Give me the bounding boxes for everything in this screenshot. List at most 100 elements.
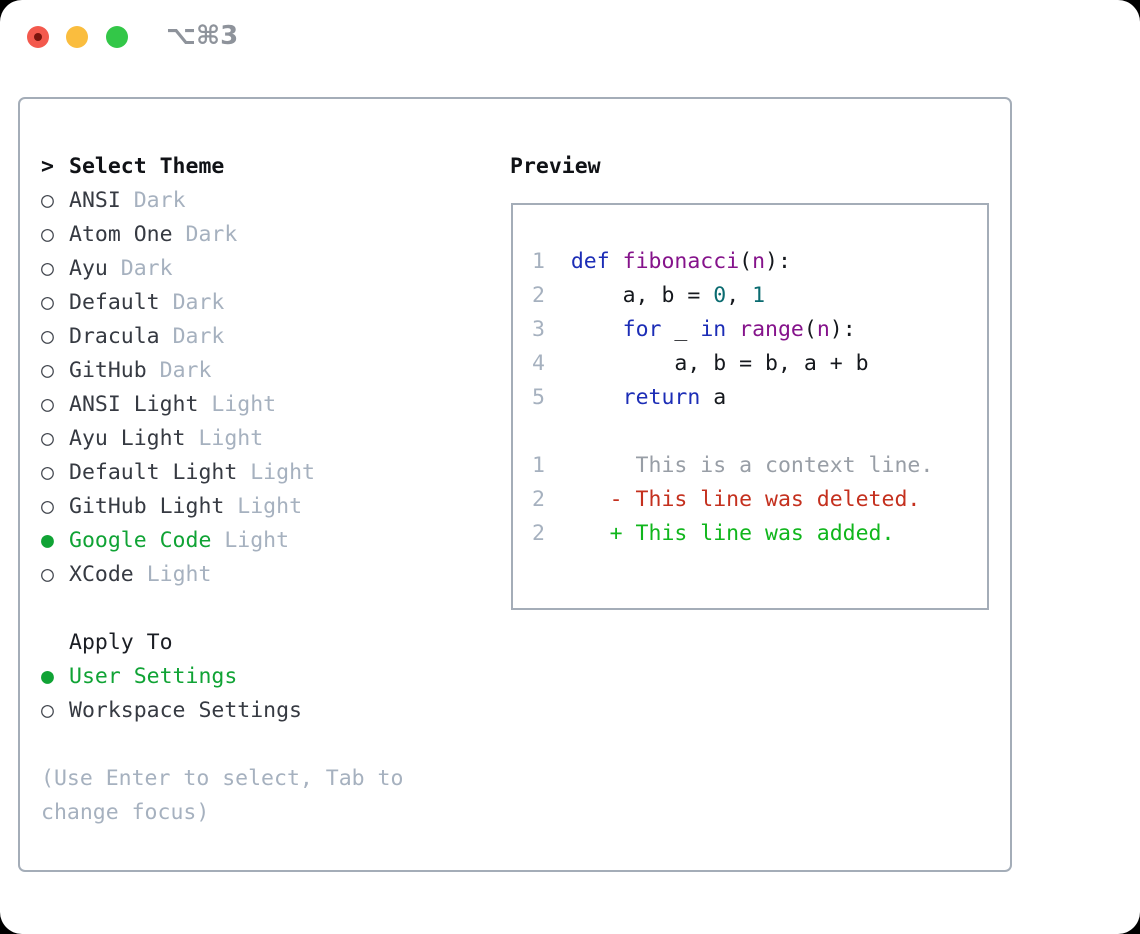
theme-name: GitHub Light <box>69 494 225 519</box>
code-token: ): <box>765 249 791 274</box>
code-token: + This line was added. <box>544 521 895 546</box>
line-number: 5 <box>532 385 545 410</box>
code-token: for <box>622 317 662 342</box>
spacer <box>41 728 493 762</box>
code-token: def <box>570 249 610 274</box>
zoom-button[interactable] <box>106 26 128 48</box>
code-token <box>610 249 623 274</box>
preview-code-line: 3 for _ in range(n): <box>532 313 987 347</box>
close-button[interactable] <box>27 26 49 48</box>
code-token: fibonacci <box>622 249 740 274</box>
radio-selected-icon: ● <box>41 528 54 553</box>
preview-code-line: 4 a, b = b, a + b <box>532 347 987 381</box>
theme-option-ansi-light[interactable]: ○ANSI Light Light <box>41 388 493 422</box>
preview-code-line: 1 This is a context line. <box>532 449 987 483</box>
code-token <box>726 317 739 342</box>
theme-variant-tag: Dark <box>159 358 212 383</box>
theme-option-ayu[interactable]: ○Ayu Dark <box>41 252 493 286</box>
apply-to-list: ● User Settings ○Workspace Settings <box>41 660 493 728</box>
theme-variant-tag: Light <box>146 562 212 587</box>
radio-icon: ○ <box>41 188 54 213</box>
preview-code-line: 2 a, b = 0, 1 <box>532 279 987 313</box>
code-token: _ <box>661 317 701 342</box>
preview-title: Preview <box>510 154 601 179</box>
theme-option-default[interactable]: ○Default Dark <box>41 286 493 320</box>
theme-variant-tag: Dark <box>133 188 186 213</box>
theme-option-ansi[interactable]: ○ ANSI Dark <box>41 184 493 218</box>
preview-code-line: 1 def fibonacci(n): <box>532 245 987 279</box>
radio-icon: ○ <box>41 256 54 281</box>
code-token: This is a context line. <box>544 453 934 478</box>
code-token: ( <box>739 249 753 274</box>
window-title: ⌥⌘3 <box>166 21 239 51</box>
theme-option-github-light[interactable]: ○ GitHub Light Light <box>41 490 493 524</box>
radio-selected-icon: ● <box>41 664 54 689</box>
code-token: a, b = b, a + b <box>544 351 869 376</box>
prompt-icon: > <box>41 154 54 179</box>
code-token: return <box>622 385 701 410</box>
theme-option-google-code[interactable]: ● Google Code Light <box>41 524 493 558</box>
code-token: n <box>816 317 830 342</box>
theme-name: Ayu Light <box>69 426 186 451</box>
spacer <box>41 592 493 626</box>
theme-variant-tag: Light <box>237 494 303 519</box>
minimize-button[interactable] <box>66 26 88 48</box>
line-number: 2 <box>532 487 545 512</box>
theme-name: ANSI <box>69 188 121 213</box>
theme-variant-tag: Light <box>198 426 264 451</box>
hint-text: (Use Enter to select, Tab to change focu… <box>41 766 404 825</box>
theme-option-xcode[interactable]: ○ XCode Light <box>41 558 493 592</box>
apply-option-label: User Settings <box>69 664 238 689</box>
preview-code-line: 5 return a <box>532 381 987 415</box>
theme-selector: >Select Theme ○ANSI Dark○Atom One Dark○A… <box>41 150 493 830</box>
apply-option-workspace-settings[interactable]: ○Workspace Settings <box>41 694 493 728</box>
theme-variant-tag: Light <box>211 392 277 417</box>
line-number: 3 <box>532 317 545 342</box>
apply-to-title: Apply To <box>69 630 173 655</box>
line-number: 1 <box>532 249 545 274</box>
record-dot-icon <box>34 33 42 41</box>
theme-name: Google Code <box>69 528 212 553</box>
code-token <box>545 249 571 274</box>
radio-icon: ○ <box>41 460 54 485</box>
theme-option-github[interactable]: ○ GitHub Dark <box>41 354 493 388</box>
apply-option-user-settings[interactable]: ● User Settings <box>41 660 493 694</box>
radio-icon: ○ <box>41 494 54 519</box>
apply-option-label: Workspace Settings <box>69 698 302 723</box>
code-token: ): <box>829 317 856 342</box>
code-token: ( <box>803 317 817 342</box>
radio-icon: ○ <box>41 290 54 315</box>
theme-option-ayu-light[interactable]: ○Ayu Light Light <box>41 422 493 456</box>
radio-icon: ○ <box>41 222 54 247</box>
preview-code-line <box>532 415 987 449</box>
theme-variant-tag: Dark <box>172 324 225 349</box>
theme-variant-tag: Light <box>250 460 315 485</box>
radio-icon: ○ <box>41 392 54 417</box>
code-token <box>545 317 623 342</box>
select-theme-header: >Select Theme <box>41 150 493 184</box>
theme-option-atom-one[interactable]: ○ Atom One Dark <box>41 218 493 252</box>
code-token: 0 <box>713 283 727 308</box>
theme-name: Atom One <box>69 222 173 247</box>
theme-option-dracula[interactable]: ○Dracula Dark <box>41 320 493 354</box>
code-token <box>545 385 623 410</box>
theme-list: ○ANSI Dark○Atom One Dark○Ayu Dark○Defaul… <box>41 184 493 592</box>
code-token: range <box>739 317 804 342</box>
theme-name: GitHub <box>69 358 147 383</box>
theme-name: Default Light <box>69 460 238 485</box>
code-token: n <box>752 249 766 274</box>
radio-icon: ○ <box>41 562 54 587</box>
theme-variant-tag: Dark <box>185 222 238 247</box>
theme-name: Default <box>69 290 160 315</box>
theme-variant-tag: Light <box>224 528 290 553</box>
theme-name: Dracula <box>69 324 160 349</box>
line-number: 2 <box>532 283 545 308</box>
code-token: - This line was deleted. <box>544 487 921 512</box>
theme-option-default-light[interactable]: ○ Default Light Light <box>41 456 493 490</box>
theme-name: XCode <box>69 562 134 587</box>
radio-icon: ○ <box>41 358 54 383</box>
code-token: a, b = <box>544 283 714 308</box>
